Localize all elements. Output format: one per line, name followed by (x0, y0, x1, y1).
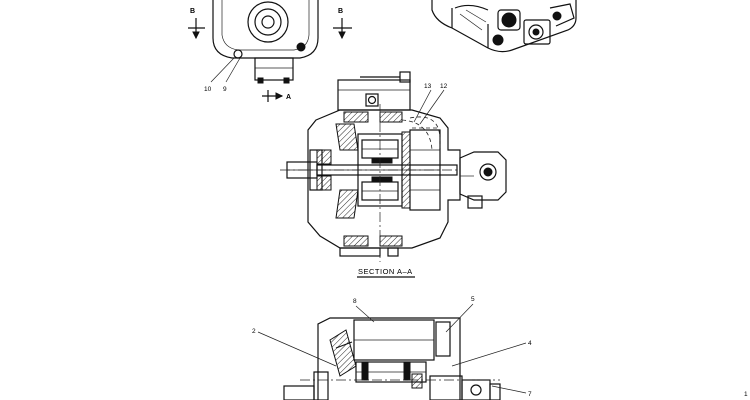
callout-12: 12 (419, 83, 448, 125)
section-marker-b-left: B (188, 8, 205, 40)
callout-7-label: 7 (528, 391, 532, 398)
callout-1-label: 1 (744, 391, 748, 398)
callout-5: 5 (445, 296, 475, 333)
callout-9: 9 (223, 57, 241, 93)
callout-8: 8 (353, 298, 375, 323)
callout-10: 10 (204, 57, 235, 93)
marker-a-label: A (286, 94, 291, 101)
section-a-a-view (280, 71, 507, 262)
callout-13: 13 (413, 83, 432, 123)
callout-2: 2 (252, 328, 337, 367)
section-marker-b-right: B (333, 8, 352, 40)
callout-10-label: 10 (204, 86, 212, 93)
isometric-view (431, 0, 577, 53)
callout-4-label: 4 (528, 340, 532, 347)
callout-9-label: 9 (223, 86, 227, 93)
callout-12-label: 12 (440, 83, 448, 90)
section-b-b-view (283, 317, 501, 400)
section-title: SECTION A–A (358, 267, 413, 276)
section-marker-a: A (262, 90, 291, 102)
marker-b-left-label: B (190, 8, 195, 15)
marker-b-right-label: B (338, 8, 343, 15)
callout-4: 4 (451, 340, 532, 367)
callout-7: 7 (491, 385, 532, 398)
section-title-group: SECTION A–A (357, 267, 415, 278)
callout-1: 1 (744, 391, 748, 398)
callout-13-label: 13 (424, 83, 432, 90)
callout-8-label: 8 (353, 298, 357, 305)
front-view (212, 0, 319, 84)
callout-5-label: 5 (471, 296, 475, 303)
callout-2-label: 2 (252, 328, 256, 335)
